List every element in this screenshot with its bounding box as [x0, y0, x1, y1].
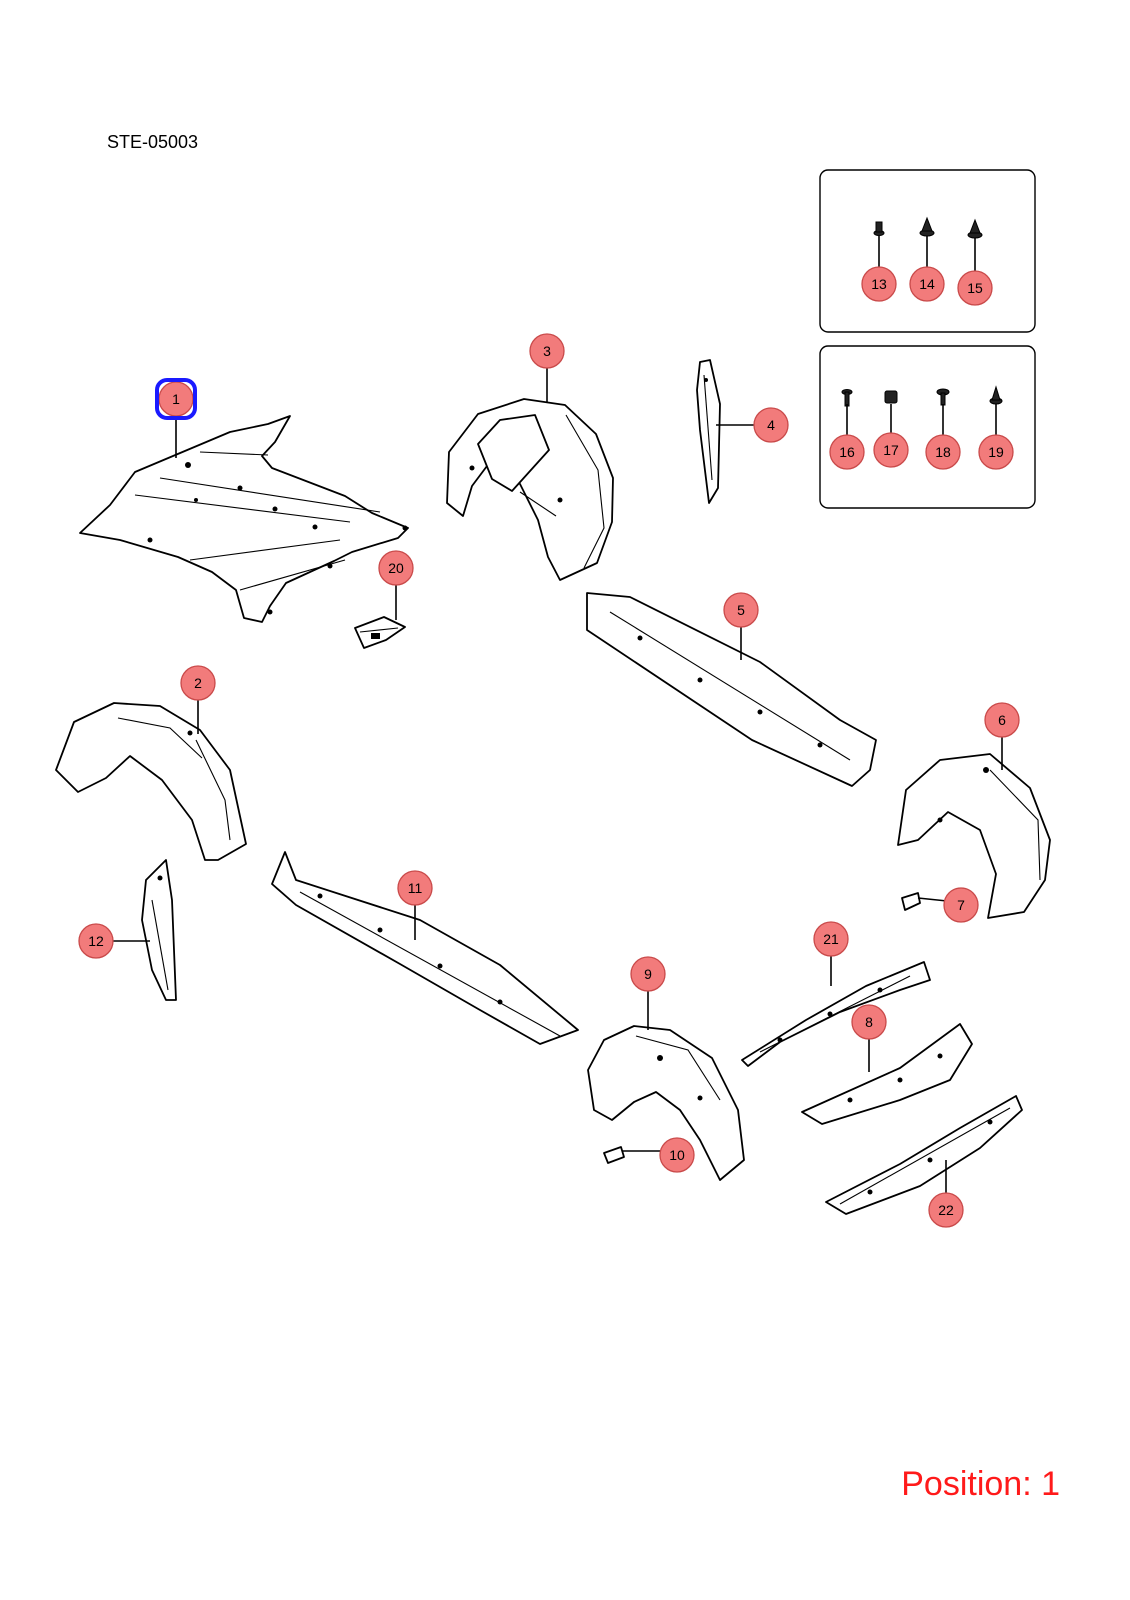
- callout-label: 5: [737, 602, 745, 618]
- part-11-rocker-panel: [271, 851, 579, 1045]
- callout-label: 14: [919, 276, 935, 292]
- callout-circle[interactable]: [180, 665, 216, 701]
- callout-label: 2: [194, 675, 202, 691]
- part-3-wheel-arch-liner: [446, 398, 614, 581]
- callout-label: 4: [767, 417, 775, 433]
- callout-label: 6: [998, 712, 1006, 728]
- callout-label: 22: [938, 1202, 954, 1218]
- callout-circle[interactable]: [925, 434, 961, 470]
- callout-22[interactable]: 22: [928, 1192, 964, 1228]
- callout-circle[interactable]: [378, 550, 414, 586]
- callout-circle[interactable]: [984, 702, 1020, 738]
- fastener-18: [936, 388, 950, 406]
- part-10-clip: [603, 1146, 625, 1164]
- fastener-box-bottom: [819, 345, 1036, 509]
- part-7-clip: [901, 892, 921, 911]
- leader-lines: [110, 236, 1003, 1195]
- part-20-bracket: [354, 616, 406, 649]
- diagram-code: STE-05003: [107, 132, 199, 152]
- part-22-lower-panel: [825, 1095, 1023, 1215]
- callout-11[interactable]: 11: [397, 870, 433, 906]
- callout-circle[interactable]: [829, 434, 865, 470]
- callout-6[interactable]: 6: [984, 702, 1020, 738]
- callout-label: 10: [669, 1147, 685, 1163]
- callout-label: 7: [957, 897, 965, 913]
- callout-1[interactable]: 1: [155, 378, 197, 420]
- callout-label: 8: [865, 1014, 873, 1030]
- callout-15[interactable]: 15: [957, 270, 993, 306]
- callout-circle[interactable]: [78, 923, 114, 959]
- callout-circle[interactable]: [978, 434, 1014, 470]
- fastener-16: [841, 389, 853, 407]
- part-6-wheel-arch-liner: [897, 753, 1051, 919]
- callout-label: 17: [883, 442, 899, 458]
- callout-circle[interactable]: [909, 266, 945, 302]
- callout-circle[interactable]: [753, 407, 789, 443]
- part-1-underbody-panel: [79, 415, 409, 623]
- callout-label: 3: [543, 343, 551, 359]
- callout-3[interactable]: 3: [529, 333, 565, 369]
- part-12-vertical-strip: [141, 859, 177, 1001]
- callout-8[interactable]: 8: [851, 1004, 887, 1040]
- callout-circle[interactable]: [659, 1137, 695, 1173]
- callout-circle[interactable]: [529, 333, 565, 369]
- callout-19[interactable]: 19: [978, 434, 1014, 470]
- fastener-17: [884, 390, 898, 404]
- callout-label: 18: [935, 444, 951, 460]
- callout-circle[interactable]: [813, 921, 849, 957]
- callout-label: 9: [644, 966, 652, 982]
- position-indicator: Position: 1: [901, 1465, 1060, 1503]
- callout-13[interactable]: 13: [861, 266, 897, 302]
- callout-20[interactable]: 20: [378, 550, 414, 586]
- fastener-13: [873, 221, 885, 236]
- callout-circle[interactable]: [928, 1192, 964, 1228]
- callout-label: 16: [839, 444, 855, 460]
- selected-callout-highlight: [155, 378, 197, 420]
- callout-circle[interactable]: [851, 1004, 887, 1040]
- callout-circle[interactable]: [397, 870, 433, 906]
- callout-21[interactable]: 21: [813, 921, 849, 957]
- callout-label: 19: [988, 444, 1004, 460]
- callout-circle[interactable]: [957, 270, 993, 306]
- callout-label: 15: [967, 280, 983, 296]
- callout-2[interactable]: 2: [180, 665, 216, 701]
- callout-4[interactable]: 4: [753, 407, 789, 443]
- callout-label: 21: [823, 931, 839, 947]
- callout-18[interactable]: 18: [925, 434, 961, 470]
- callout-12[interactable]: 12: [78, 923, 114, 959]
- fastener-19: [989, 385, 1003, 405]
- fastener-15: [967, 218, 983, 239]
- part-5-side-panel: [586, 592, 877, 787]
- callout-circle[interactable]: [723, 592, 759, 628]
- part-8-diagonal-panel: [801, 1023, 973, 1125]
- callout-7[interactable]: 7: [943, 887, 979, 923]
- callout-circle[interactable]: [630, 956, 666, 992]
- callout-16[interactable]: 16: [829, 434, 865, 470]
- part-2-wheel-arch-liner: [55, 702, 247, 861]
- callout-circle[interactable]: [943, 887, 979, 923]
- callout-circle[interactable]: [873, 432, 909, 468]
- callout-label: 1: [172, 391, 180, 407]
- callout-label: 13: [871, 276, 887, 292]
- callout-label: 12: [88, 933, 104, 949]
- callout-17[interactable]: 17: [873, 432, 909, 468]
- callout-10[interactable]: 10: [659, 1137, 695, 1173]
- part-9-wheel-arch-liner: [587, 1025, 745, 1181]
- callout-circle[interactable]: [861, 266, 897, 302]
- part-21-cross-member: [741, 961, 931, 1067]
- callout-5[interactable]: 5: [723, 592, 759, 628]
- callout-label: 11: [408, 880, 423, 896]
- callout-9[interactable]: 9: [630, 956, 666, 992]
- part-4-vertical-bracket: [696, 359, 721, 504]
- callout-label: 20: [388, 560, 404, 576]
- callout-14[interactable]: 14: [909, 266, 945, 302]
- fastener-14: [919, 216, 935, 237]
